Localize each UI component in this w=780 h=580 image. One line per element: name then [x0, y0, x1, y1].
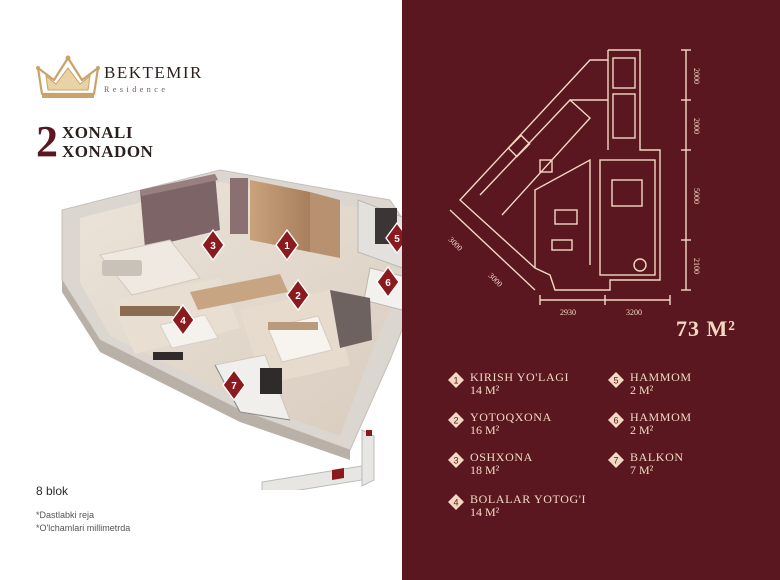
headline: 2 XONALI XONADON	[36, 117, 154, 166]
room-name: BOLALAR YOTOG'I	[470, 492, 587, 506]
note-units: *O'lchamlari millimetrda	[36, 523, 131, 533]
svg-text:4: 4	[180, 316, 186, 327]
marker-diamond-icon: 3	[448, 452, 464, 468]
isometric-render: 3 1 2 4 5 6 7	[61, 169, 431, 490]
rooms-count: 2	[36, 117, 58, 166]
svg-text:2: 2	[453, 416, 458, 426]
svg-text:6: 6	[385, 278, 391, 289]
dim-5000: 5000	[692, 188, 700, 204]
room-name: HAMMOM	[630, 370, 692, 384]
dim-2100: 2100	[692, 258, 700, 274]
room-size: 14 M²	[470, 505, 500, 519]
marker-diamond-icon: 4	[448, 494, 464, 510]
room-size: 2 M²	[630, 383, 654, 397]
marker-diamond-icon: 6	[608, 412, 624, 428]
room-name: BALKON	[630, 450, 684, 464]
block-label: 8 blok	[36, 484, 69, 498]
svg-text:5: 5	[613, 376, 618, 386]
marker-diamond-icon: 2	[448, 412, 464, 428]
room-name: HAMMOM	[630, 410, 692, 424]
marker-diamond-icon: 7	[608, 452, 624, 468]
headline-line1: XONALI	[62, 123, 134, 142]
logo: BEKTEMIR Residence	[36, 54, 203, 102]
svg-text:7: 7	[231, 381, 237, 392]
headline-line2: XONADON	[62, 142, 154, 161]
room-name: KIRISH YO'LAGI	[470, 370, 570, 384]
svg-text:1: 1	[284, 241, 290, 252]
svg-text:5: 5	[394, 234, 400, 245]
total-area: 73 M²	[676, 316, 736, 341]
svg-text:4: 4	[453, 498, 458, 508]
room-name: OSHXONA	[470, 450, 533, 464]
crown-logo-icon	[36, 55, 100, 98]
svg-text:2: 2	[295, 291, 301, 302]
dim-2930: 2930	[560, 308, 576, 317]
marker-diamond-icon: 1	[448, 372, 464, 388]
note-preliminary: *Dastlabki reja	[36, 510, 95, 520]
room-size: 7 M²	[630, 463, 654, 477]
svg-text:7: 7	[613, 456, 618, 466]
svg-text:1: 1	[453, 376, 458, 386]
dim-3000-bottom: 3000	[487, 271, 505, 289]
room-name: YOTOQXONA	[470, 410, 552, 424]
left-panel: BEKTEMIR Residence 2 XONALI XONADON	[36, 54, 431, 533]
room-size: 2 M²	[630, 423, 654, 437]
svg-text:6: 6	[613, 416, 618, 426]
room-size: 14 M²	[470, 383, 500, 397]
svg-text:3: 3	[453, 456, 458, 466]
marker-diamond-icon: 5	[608, 372, 624, 388]
brand-name: BEKTEMIR	[104, 62, 203, 82]
room-size: 16 M²	[470, 423, 500, 437]
dim-3200: 3200	[626, 308, 642, 317]
brand-subtitle: Residence	[104, 84, 169, 94]
dim-2000-mid: 2000	[692, 118, 700, 134]
dim-2000-top: 2000	[692, 68, 700, 84]
svg-text:3: 3	[210, 241, 216, 252]
dim-3000-left: 3000	[447, 235, 465, 253]
floor-plan: 2000 2000 5000 2100 3000 3000 2930 3200	[447, 49, 700, 317]
room-size: 18 M²	[470, 463, 500, 477]
